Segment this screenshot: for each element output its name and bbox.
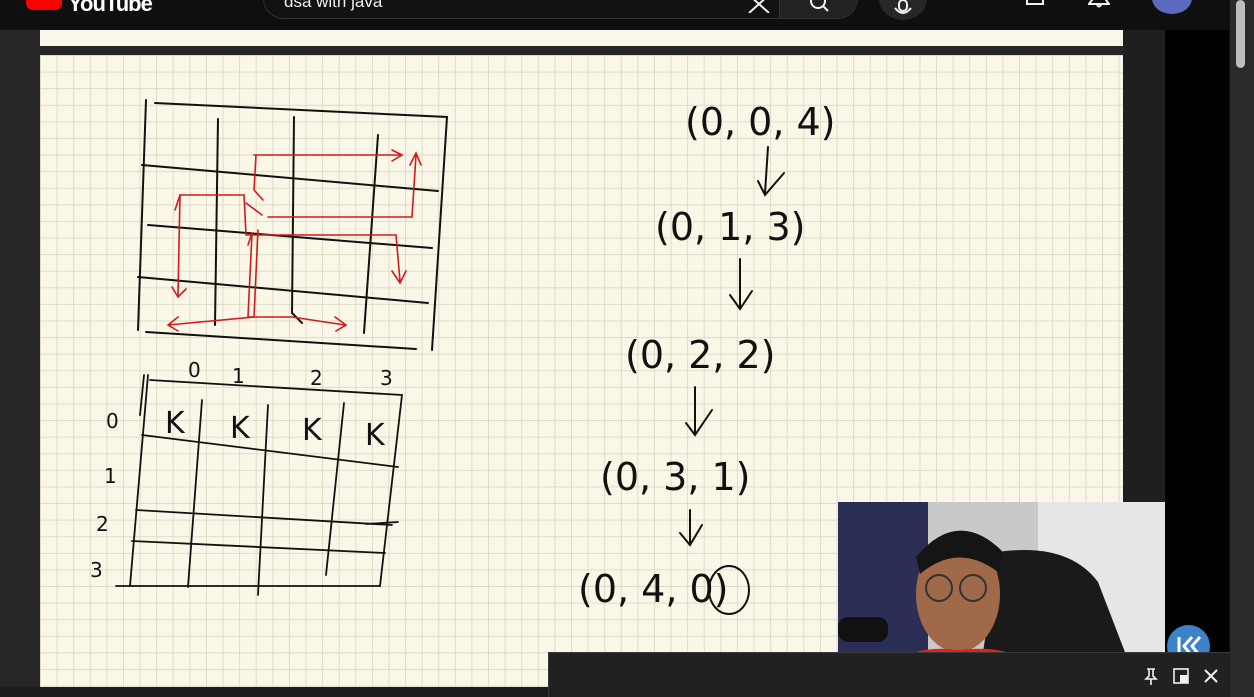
right-panel <box>1165 30 1229 697</box>
left-gutter <box>0 30 40 697</box>
traversal-path <box>166 149 422 332</box>
pin-icon[interactable] <box>1141 666 1161 686</box>
expand-icon[interactable] <box>1171 666 1191 686</box>
result-circle <box>708 565 750 615</box>
row-header: 2 <box>96 512 109 536</box>
col-header: 0 <box>188 358 201 382</box>
recursion-arrows <box>679 146 785 615</box>
matrix-cell: K <box>230 411 251 446</box>
whiteboard-drawing: 0 1 2 3 0 1 2 3 K K K K (0, 0, 4) (0, 1,… <box>90 99 836 615</box>
previous-page-edge <box>40 30 1123 46</box>
bell-icon[interactable] <box>1088 0 1110 8</box>
matrix-cell: K <box>365 418 386 453</box>
recursion-states: (0, 0, 4) (0, 1, 3) (0, 2, 2) (0, 3, 1) … <box>578 100 836 611</box>
avatar[interactable] <box>1152 0 1192 14</box>
search-input[interactable]: dsa with java <box>263 0 779 19</box>
create-video-icon[interactable] <box>1026 0 1048 6</box>
close-icon[interactable] <box>746 0 772 13</box>
matrix-col-headers: 0 1 2 3 <box>188 358 393 390</box>
search-query: dsa with java <box>284 0 383 11</box>
down-arrow <box>757 146 785 197</box>
page-divider <box>40 46 1123 55</box>
recursion-state: (0, 4, 0) <box>578 567 729 611</box>
matrix-row0-cells: K K K K <box>165 406 386 453</box>
mic-icon <box>894 0 912 14</box>
grid-sketch <box>137 99 449 351</box>
miniplayer-panel <box>548 652 1234 697</box>
col-header: 3 <box>380 366 393 390</box>
matrix-grid <box>115 374 404 596</box>
matrix-cell: K <box>302 413 323 448</box>
youtube-logo-icon[interactable] <box>26 0 62 10</box>
recursion-state: (0, 3, 1) <box>600 455 751 499</box>
down-arrow <box>679 509 703 547</box>
col-header: 1 <box>232 364 245 388</box>
search-icon <box>810 0 829 12</box>
top-bar: YouTube dsa with java <box>0 0 1230 30</box>
close-icon[interactable] <box>1201 666 1221 686</box>
scrollbar-thumb[interactable] <box>1236 0 1245 68</box>
page-scrollbar[interactable] <box>1230 0 1254 697</box>
recursion-state: (0, 0, 4) <box>685 100 836 144</box>
matrix-cell: K <box>165 406 186 441</box>
col-header: 2 <box>310 366 323 390</box>
voice-search-button[interactable] <box>879 0 927 20</box>
recursion-state: (0, 1, 3) <box>655 205 806 249</box>
search-button[interactable] <box>779 0 858 19</box>
row-header: 1 <box>104 464 117 488</box>
logo-text[interactable]: YouTube <box>68 0 153 16</box>
row-header: 0 <box>106 409 119 433</box>
recursion-state: (0, 2, 2) <box>625 333 776 377</box>
row-header: 3 <box>90 558 103 582</box>
down-arrow <box>685 386 713 437</box>
down-arrow <box>729 258 753 311</box>
matrix-row-headers: 0 1 2 3 <box>90 409 119 582</box>
